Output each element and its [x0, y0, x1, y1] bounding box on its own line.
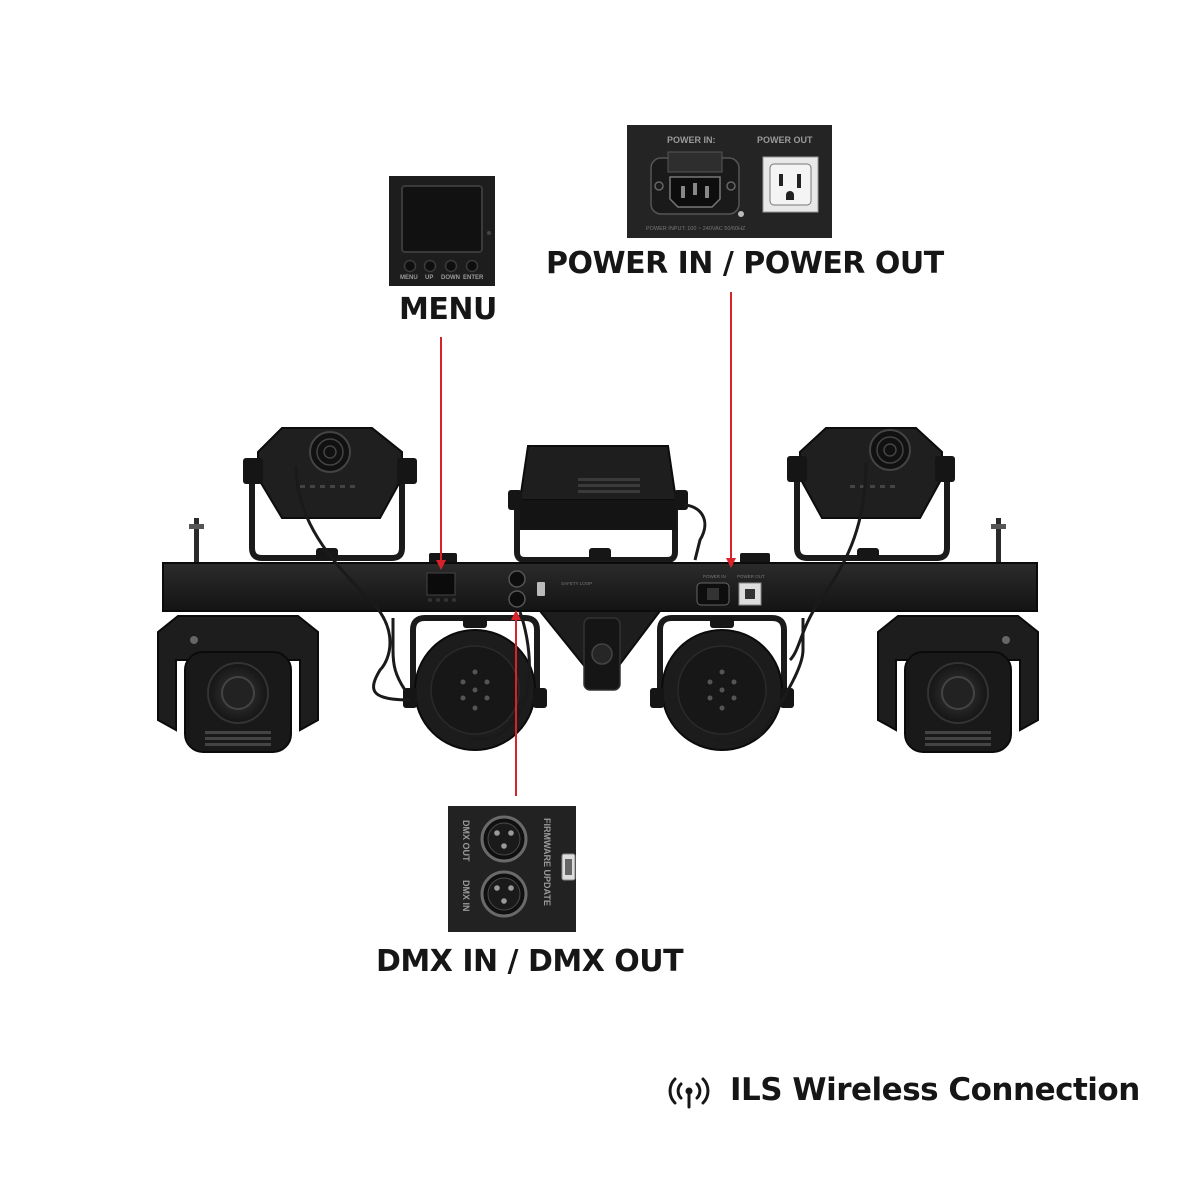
power-panel-inset: POWER IN: POWER OUT POWER INPUT: 100 ~ 2…: [627, 125, 832, 238]
usb-firmware-port-icon: [561, 853, 576, 881]
callout-arrows: [436, 292, 736, 796]
power-in-label: POWER IN:: [667, 135, 716, 145]
xlr-dmx-out-connector-icon: [480, 815, 528, 863]
menu-btn-label-enter: ENTER: [463, 275, 484, 281]
menu-callout-label: MENU: [399, 292, 497, 327]
dmx-callout-label: DMX IN / DMX OUT: [376, 944, 684, 979]
menu-btn-label-down: DOWN: [441, 275, 460, 281]
xlr-dmx-in-connector-icon: [480, 870, 528, 918]
bar-safety-loop-label: SAFETY LOOP: [561, 581, 592, 586]
power-input-spec: POWER INPUT: 100 ~ 240VAC 50/60HZ: [646, 226, 746, 232]
dmx-out-rotated-label: DMX OUT: [461, 820, 471, 862]
lower-right-par-fixture: [650, 615, 794, 751]
firmware-rotated-label: FIRMWARE UPDATE: [542, 818, 552, 906]
bar-power-out-label: POWER OUT: [737, 574, 765, 579]
menu-panel-inset: MENU UP DOWN ENTER: [389, 176, 495, 286]
ils-wireless-label: ILS Wireless Connection: [730, 1072, 1140, 1108]
main-t-bar: SAFETY LOOP POWER IN POWER OUT: [162, 562, 1038, 691]
iec-power-inlet-icon: [650, 151, 740, 215]
upper-right-fixture: [787, 427, 955, 561]
menu-btn-label-menu: MENU: [400, 275, 418, 281]
power-out-label: POWER OUT: [757, 135, 813, 145]
menu-btn-label-up: UP: [425, 275, 433, 281]
dmx-panel-inset: DMX OUT DMX IN FIRMWARE UPDATE: [448, 806, 576, 932]
upper-left-fixture: [243, 427, 417, 561]
lower-left-par-fixture: [403, 615, 547, 751]
truss-posts: [189, 518, 1006, 564]
us-power-outlet-icon: [762, 156, 819, 213]
center-strobe-fixture: [508, 445, 688, 563]
lower-right-moving-head: [877, 615, 1039, 753]
power-cables: [294, 461, 868, 745]
power-callout-label: POWER IN / POWER OUT: [546, 246, 944, 281]
dmx-in-rotated-label: DMX IN: [461, 880, 471, 912]
lower-left-moving-head: [157, 615, 319, 753]
wireless-signal-icon: [668, 1077, 710, 1109]
bar-power-in-label: POWER IN: [703, 574, 726, 579]
menu-panel-buttons: [403, 259, 479, 273]
